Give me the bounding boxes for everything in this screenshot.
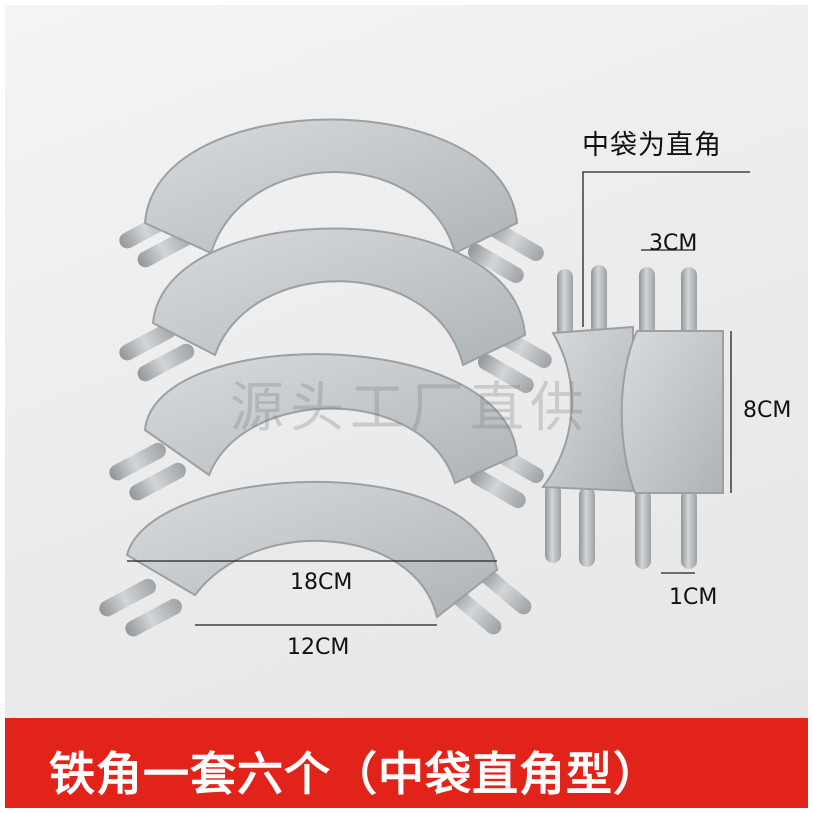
pin-diameter-label: 1CM xyxy=(669,585,718,610)
arc-corner-piece xyxy=(109,353,544,508)
straight-block-left xyxy=(541,265,634,567)
arc-corner-piece xyxy=(119,118,544,283)
arc-outer-label: 18CM xyxy=(290,570,353,595)
arc-inner-label: 12CM xyxy=(287,635,350,660)
block-width-label: 3CM xyxy=(649,231,698,256)
banner-title: 铁角一套六个（中袋直角型） xyxy=(49,747,660,801)
block-height-label: 8CM xyxy=(743,398,792,423)
straight-block-right xyxy=(620,267,724,569)
watermark-text: 源头工厂直供 xyxy=(230,376,590,439)
metal-parts-illustration xyxy=(99,118,750,637)
arc-corner-piece xyxy=(99,480,532,637)
dimension-lines xyxy=(127,171,750,626)
note-leader-line xyxy=(582,171,750,327)
right-angle-note: 中袋为直角 xyxy=(582,130,722,161)
product-photo: 源头工厂直供 中袋为直角 3CM 8CM 1CM 18CM 12CM 铁角一套六… xyxy=(5,5,808,808)
arc-corner-piece xyxy=(119,227,552,393)
product-banner: 铁角一套六个（中袋直角型） xyxy=(5,718,808,808)
